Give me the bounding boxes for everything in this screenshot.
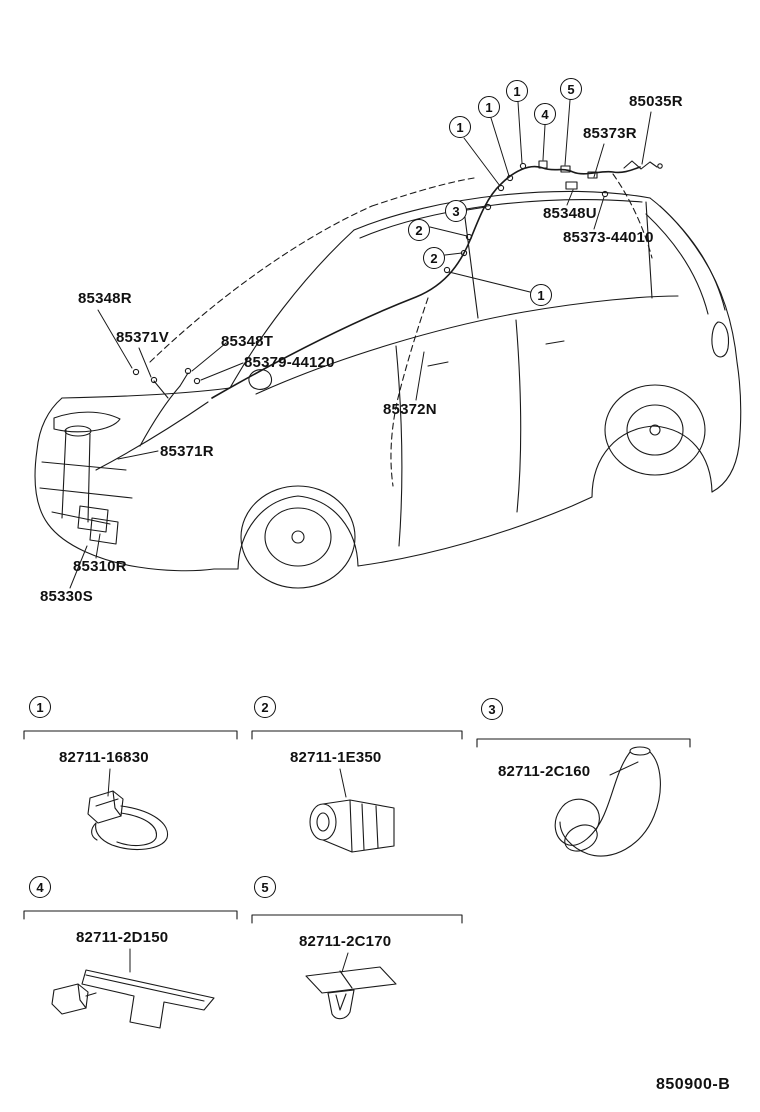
callout-marker: 3 <box>445 200 467 222</box>
callout-marker: 1 <box>478 96 500 118</box>
figure-code: 850900-B <box>656 1076 731 1093</box>
detail-leaders <box>107 761 639 973</box>
detail-callout-5: 5 <box>254 876 276 898</box>
callout-marker: 2 <box>423 247 445 269</box>
part-label-85371v: 85371V <box>116 329 169 346</box>
part-label-85348u: 85348U <box>543 205 597 222</box>
detail-callout-1: 1 <box>29 696 51 718</box>
washer-nozzles <box>95 367 209 471</box>
part-label-85035r: 85035R <box>629 93 683 110</box>
detail-brackets <box>23 730 691 924</box>
detail-part-1-drawing <box>87 790 169 850</box>
hose-clips <box>443 160 609 274</box>
detail-part-number-5: 82711-2C170 <box>299 933 392 950</box>
part-label-85372n: 85372N <box>383 401 437 418</box>
part-label-85310r: 85310R <box>73 558 127 575</box>
callout-marker: 1 <box>449 116 471 138</box>
part-label-85348r: 85348R <box>78 290 132 307</box>
detail-part-3-drawing <box>554 746 661 857</box>
part-label-85373-44010: 85373-44010 <box>563 229 654 246</box>
callout-marker: 2 <box>408 219 430 241</box>
callout-leaders <box>429 99 571 293</box>
callout-marker: 1 <box>506 80 528 102</box>
part-label-85371r: 85371R <box>160 443 214 460</box>
part-label-85373r: 85373R <box>583 125 637 142</box>
detail-part-4-drawing <box>51 969 215 1029</box>
washer-tank <box>61 425 119 545</box>
part-label-85330s: 85330S <box>40 588 93 605</box>
detail-part-number-2: 82711-1E350 <box>290 749 382 766</box>
detail-callout-2: 2 <box>254 696 276 718</box>
callout-marker: 5 <box>560 78 582 100</box>
callout-marker: 1 <box>530 284 552 306</box>
detail-part-number-3: 82711-2C160 <box>498 763 591 780</box>
rear-wheel <box>604 384 706 476</box>
hidden-routing <box>149 173 653 487</box>
detail-part-number-1: 82711-16830 <box>59 749 149 766</box>
part-label-85348t: 85348T <box>221 333 274 350</box>
detail-callout-4: 4 <box>29 876 51 898</box>
detail-part-5-drawing <box>305 966 397 1020</box>
detail-callout-3: 3 <box>481 698 503 720</box>
detail-part-2-drawing <box>309 799 395 853</box>
detail-part-number-4: 82711-2D150 <box>76 929 169 946</box>
front-wheel <box>240 485 356 589</box>
label-leaders <box>69 111 652 589</box>
car-outline <box>34 190 742 572</box>
part-label-85379-44120: 85379-44120 <box>244 354 335 371</box>
callout-marker: 4 <box>534 103 556 125</box>
hose-connector-85035r <box>623 160 663 170</box>
washer-hose <box>211 165 641 399</box>
